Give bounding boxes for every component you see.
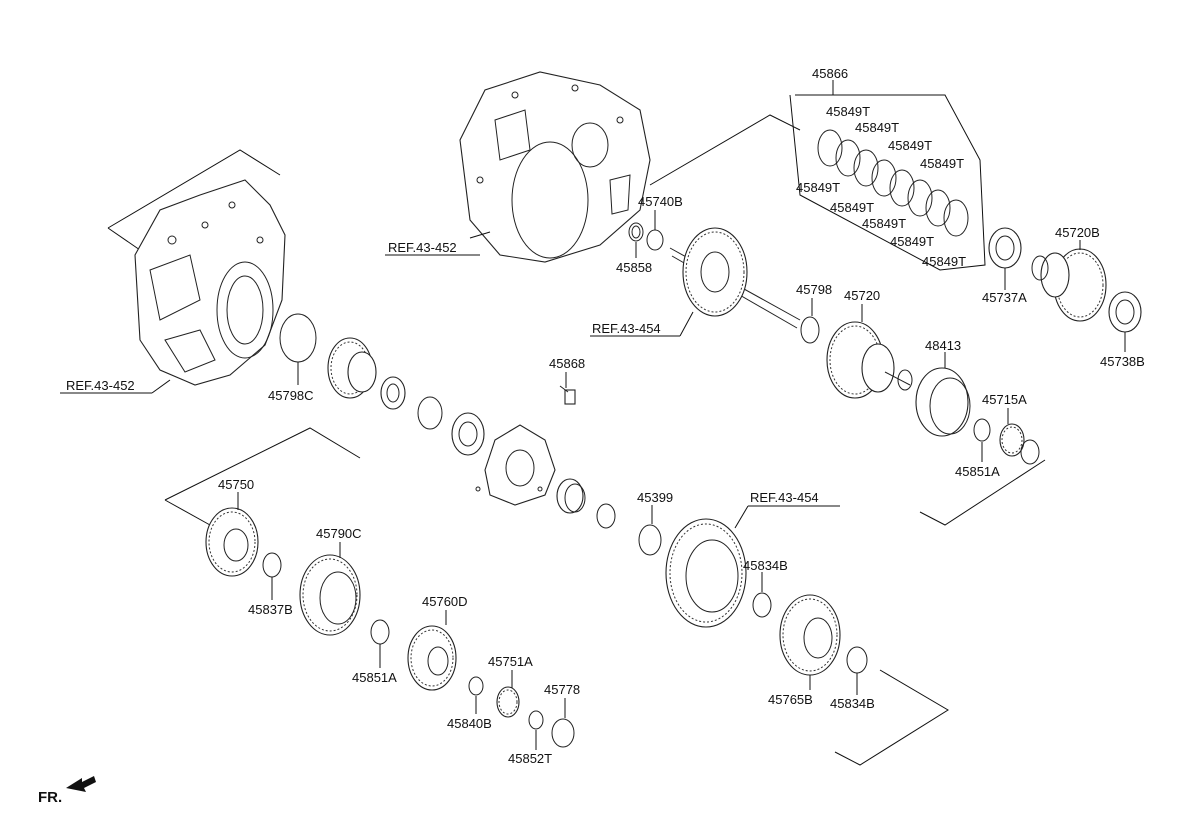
snap-ring-45798C[interactable] (279, 313, 317, 363)
label-45778[interactable]: 45778 (544, 682, 580, 697)
label-45851A[interactable]: 45851A (352, 670, 397, 685)
ring-45852T[interactable] (528, 710, 544, 730)
label-45798C[interactable]: 45798C (268, 388, 314, 403)
label-front: FR. (38, 789, 62, 806)
label-45849T[interactable]: 45849T (920, 156, 964, 171)
ring-45778[interactable] (551, 718, 575, 748)
ring-45834B-2[interactable] (846, 646, 868, 674)
ring-45840B[interactable] (468, 676, 484, 696)
gear-45790C[interactable] (299, 554, 361, 636)
label-ref-43-452[interactable]: REF.43-452 (388, 240, 457, 255)
carrier-45750[interactable] (205, 507, 259, 577)
ring-45858[interactable] (628, 222, 644, 242)
label-45399[interactable]: 45399 (637, 490, 673, 505)
label-45765B[interactable]: 45765B (768, 692, 813, 707)
label-45834B[interactable]: 45834B (830, 696, 875, 711)
label-45834B[interactable]: 45834B (743, 558, 788, 573)
label-45868[interactable]: 45868 (549, 356, 585, 371)
gear-45715A[interactable] (999, 423, 1040, 465)
ring-45834B-1[interactable] (752, 592, 772, 618)
ring-45740B[interactable] (646, 229, 664, 251)
label-45849T[interactable]: 45849T (796, 180, 840, 195)
label-45849T[interactable]: 45849T (826, 104, 870, 119)
label-45715A[interactable]: 45715A (982, 392, 1027, 407)
leader (164, 499, 211, 526)
label-45720[interactable]: 45720 (844, 288, 880, 303)
label-45858[interactable]: 45858 (616, 260, 652, 275)
label-48413[interactable]: 48413 (925, 338, 961, 353)
leader (679, 311, 694, 337)
bearing-45738B[interactable] (1108, 291, 1142, 333)
clutch-assembly-45720[interactable] (826, 321, 913, 399)
bearing-45737A[interactable] (988, 227, 1022, 269)
leader (919, 459, 1046, 526)
leader (469, 231, 491, 239)
shaft-gear-assembly[interactable] (669, 227, 801, 329)
washer-45851A-left[interactable] (370, 619, 390, 645)
leader (734, 505, 749, 529)
ring-45399[interactable] (638, 524, 662, 556)
label-45849T[interactable]: 45849T (830, 200, 874, 215)
label-45849T[interactable]: 45849T (890, 234, 934, 249)
label-45840B[interactable]: 45840B (447, 716, 492, 731)
label-45849T[interactable]: 45849T (862, 216, 906, 231)
label-45849T[interactable]: 45849T (855, 120, 899, 135)
label-45760D[interactable]: 45760D (422, 594, 468, 609)
ring-row3-b[interactable] (596, 503, 616, 529)
leader (649, 114, 801, 186)
leader (834, 669, 949, 766)
label-45852T[interactable]: 45852T (508, 751, 552, 766)
label-45790C[interactable]: 45790C (316, 526, 362, 541)
label-45737A[interactable]: 45737A (982, 290, 1027, 305)
leader (151, 379, 171, 394)
label-45750[interactable]: 45750 (218, 477, 254, 492)
bolt-45868[interactable] (559, 385, 576, 405)
label-45849T[interactable]: 45849T (922, 254, 966, 269)
ring-gear-48413[interactable] (915, 367, 971, 437)
bearing-row2-d[interactable] (451, 412, 485, 456)
gear-45751A[interactable] (496, 686, 520, 718)
label-ref-43-454[interactable]: REF.43-454 (592, 321, 661, 336)
sleeve-row3-a[interactable] (556, 478, 586, 514)
label-45851A[interactable]: 45851A (955, 464, 1000, 479)
ring-row2-c[interactable] (417, 396, 443, 430)
label-ref-43-454[interactable]: REF.43-454 (750, 490, 819, 505)
front-arrow-icon (66, 776, 96, 792)
label-45866[interactable]: 45866 (812, 66, 848, 81)
ring-45837B[interactable] (262, 552, 282, 578)
bearing-row2-b[interactable] (380, 376, 406, 410)
leader (164, 427, 361, 501)
label-45738B[interactable]: 45738B (1100, 354, 1145, 369)
ring-gear-ref-43-454[interactable] (665, 518, 747, 628)
transaxle-housing-left[interactable] (107, 149, 286, 386)
label-45798[interactable]: 45798 (796, 282, 832, 297)
label-45740B[interactable]: 45740B (638, 194, 683, 209)
washer-45851A-right[interactable] (973, 418, 991, 442)
label-ref-43-452[interactable]: REF.43-452 (66, 378, 135, 393)
ring-45798[interactable] (800, 316, 820, 344)
seal-ring-set[interactable] (817, 129, 969, 237)
gear-row2-a[interactable] (327, 337, 377, 399)
kit-bracket-45866 (789, 94, 986, 271)
pump-cover-45868[interactable] (475, 424, 556, 506)
gear-45760D[interactable] (407, 625, 457, 691)
gear-45765B[interactable] (779, 594, 841, 676)
differential-45720B[interactable] (1031, 248, 1107, 322)
transaxle-housing-top[interactable] (459, 71, 651, 263)
label-45837B[interactable]: 45837B (248, 602, 293, 617)
label-45849T[interactable]: 45849T (888, 138, 932, 153)
label-45720B[interactable]: 45720B (1055, 225, 1100, 240)
label-45751A[interactable]: 45751A (488, 654, 533, 669)
